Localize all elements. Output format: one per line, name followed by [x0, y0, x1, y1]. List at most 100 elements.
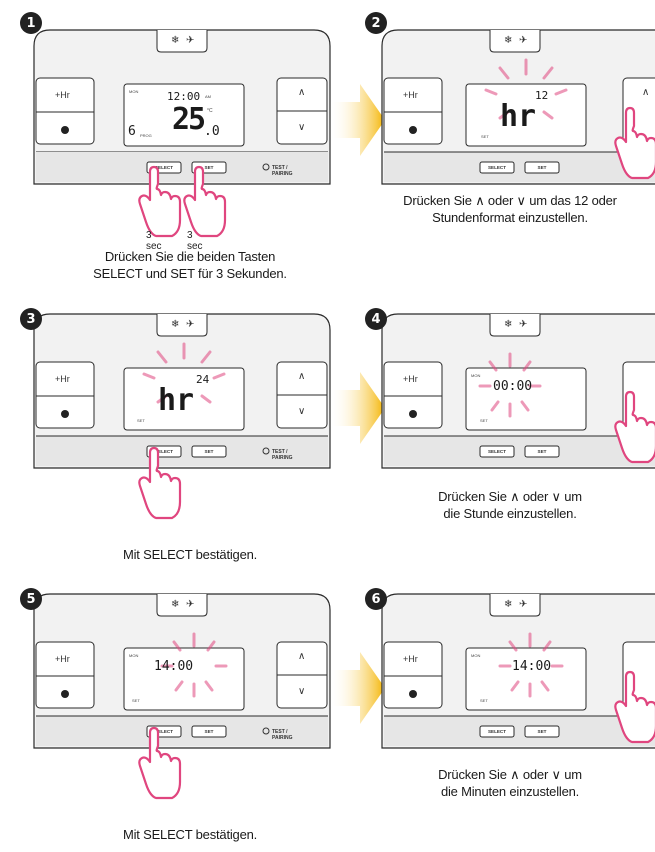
caption-line: Drücken Sie ∧ oder ∨ um [438, 489, 582, 504]
down-button[interactable]: ∨ [298, 686, 306, 697]
plane-icon[interactable]: ✈ [519, 599, 528, 610]
down-button[interactable]: ∨ [298, 122, 306, 133]
select-button[interactable]: SELECT [154, 165, 174, 170]
lcd-temp-decimal: .0 [204, 124, 220, 139]
arrow-right-icon [330, 652, 385, 724]
select-button[interactable]: SELECT [154, 449, 174, 454]
thermostat-body [33, 313, 331, 469]
hand-icon [138, 165, 227, 238]
step-caption: Mit SELECT bestätigen. [40, 546, 340, 563]
caption-line: Drücken Sie ∧ oder ∨ um das 12 oder [403, 193, 617, 208]
lcd-time: 00:00 [493, 379, 533, 394]
day-label: MON [471, 373, 481, 378]
caption-line: Drücken Sie ∧ oder ∨ um [438, 767, 582, 782]
step-caption: Drücken Sie ∧ oder ∨ um die Minuten einz… [365, 766, 655, 800]
step-number: 4 [365, 308, 387, 330]
test-pairing-button[interactable]: TEST / PAIRING [272, 449, 293, 461]
snowflake-icon[interactable]: ❄ [171, 35, 180, 46]
lcd-top-value: 24 [196, 373, 210, 386]
step-1: 1 ❄ ✈ +Hr ∧ ∨ MON 12:00 AM °C 25 .0 6 PR… [20, 12, 340, 292]
caption-line: Mit SELECT bestätigen. [122, 827, 258, 842]
set-button[interactable]: SET [537, 449, 547, 454]
plane-icon[interactable]: ✈ [186, 35, 195, 46]
set-indicator: SET [480, 698, 488, 703]
caption-line: die Stunde einzustellen. [443, 506, 577, 521]
plane-icon[interactable]: ✈ [519, 35, 528, 46]
plus-hr-button[interactable]: +Hr [403, 90, 418, 100]
set-button[interactable]: SET [204, 165, 214, 170]
lcd-temp: 25 [172, 102, 206, 137]
caption-line: Mit SELECT bestätigen. [122, 547, 258, 562]
step-caption: Drücken Sie die beiden Tasten SELECT und… [40, 248, 340, 282]
snowflake-icon[interactable]: ❄ [171, 599, 180, 610]
up-button[interactable]: ∧ [298, 371, 306, 382]
arrow-right-icon [330, 84, 385, 156]
plus-hr-button[interactable]: +Hr [403, 374, 418, 384]
lcd-top-value: 12 [535, 89, 549, 102]
plane-icon[interactable]: ✈ [519, 319, 528, 330]
down-button[interactable]: ∨ [298, 406, 306, 417]
up-button[interactable]: ∧ [642, 87, 650, 98]
step-number: 1 [20, 12, 42, 34]
lcd-time: 14:00 [154, 659, 194, 674]
hold-duration-1: 3 sec [146, 230, 162, 252]
select-button[interactable]: SELECT [487, 165, 507, 170]
plus-hr-button[interactable]: +Hr [403, 654, 418, 664]
caption-line: die Minuten einzustellen. [440, 784, 580, 799]
set-indicator: SET [480, 418, 488, 423]
hand-icon [138, 446, 182, 520]
prog-number: 6 [128, 124, 136, 139]
set-indicator: SET [132, 698, 140, 703]
select-button[interactable]: SELECT [487, 729, 507, 734]
step-number: 6 [365, 588, 387, 610]
step-number: 2 [365, 12, 387, 34]
snowflake-icon[interactable]: ❄ [504, 35, 513, 46]
step-caption: Drücken Sie ∧ oder ∨ um die Stunde einzu… [365, 488, 655, 522]
set-indicator: SET [137, 418, 145, 423]
thermostat-body [33, 29, 331, 185]
lcd-time: 12:00 [167, 90, 201, 103]
select-button[interactable]: SELECT [154, 729, 174, 734]
plus-hr-button[interactable]: +Hr [55, 374, 70, 384]
deg-label: °C [207, 108, 213, 114]
snowflake-icon[interactable]: ❄ [171, 319, 180, 330]
snowflake-icon[interactable]: ❄ [504, 319, 513, 330]
plus-hr-button[interactable]: +Hr [55, 654, 70, 664]
hand-icon [614, 390, 655, 464]
day-label: MON [471, 653, 481, 658]
step-number: 3 [20, 308, 42, 330]
caption-line: SELECT und SET für 3 Sekunden. [93, 266, 287, 281]
thermostat-body [33, 593, 331, 749]
step-number: 5 [20, 588, 42, 610]
test-pairing-button[interactable]: TEST / PAIRING [272, 165, 293, 177]
test-pairing-button[interactable]: TEST / PAIRING [272, 729, 293, 741]
lcd-time: 14:00 [512, 659, 552, 674]
step-3: 3 ❄ ✈ +Hr ∧ ∨ 24 h [20, 308, 340, 568]
lcd-main-value: hr [158, 383, 195, 418]
hold-duration-2: 3 sec [187, 230, 203, 252]
am-label: AM [205, 94, 211, 99]
up-button[interactable]: ∧ [298, 87, 306, 98]
set-button[interactable]: SET [537, 165, 547, 170]
set-indicator: SET [481, 134, 489, 139]
step-caption: Drücken Sie ∧ oder ∨ um das 12 oder Stun… [365, 192, 655, 226]
prog-label: PROG [140, 133, 152, 138]
lcd-main-value: hr [500, 99, 537, 134]
hand-icon [614, 670, 655, 744]
set-button[interactable]: SET [537, 729, 547, 734]
set-button[interactable]: SET [204, 729, 214, 734]
plane-icon[interactable]: ✈ [186, 599, 195, 610]
snowflake-icon[interactable]: ❄ [504, 599, 513, 610]
step-5: 5 ❄ ✈ +Hr ∧ ∨ MON [20, 588, 340, 848]
step-2: 2 ❄ ✈ +Hr ∧ 12 hr SET SELECT [365, 12, 655, 242]
arrow-right-icon [330, 372, 385, 444]
up-button[interactable]: ∧ [298, 651, 306, 662]
select-button[interactable]: SELECT [487, 449, 507, 454]
step-caption: Mit SELECT bestätigen. [40, 826, 340, 843]
thermostat-body [381, 593, 655, 749]
set-button[interactable]: SET [204, 449, 214, 454]
plus-hr-button[interactable]: +Hr [55, 90, 70, 100]
thermostat-body [381, 29, 655, 185]
day-label: MON [129, 653, 139, 658]
plane-icon[interactable]: ✈ [186, 319, 195, 330]
